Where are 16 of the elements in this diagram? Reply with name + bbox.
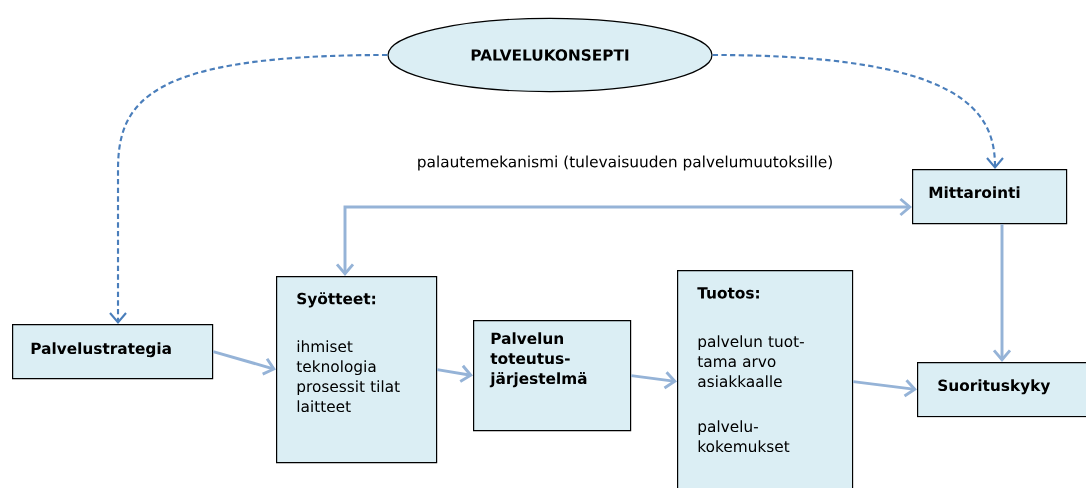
process-box: Tuotos: palvelun tuot-tama arvo asiakkaalle palvelu-kokemukset bbox=[677, 270, 854, 488]
arrow bbox=[436, 364, 473, 383]
process-box: Suorituskyky bbox=[917, 362, 1086, 418]
process-box: Palvelustrategia bbox=[12, 324, 214, 380]
arrow bbox=[631, 371, 677, 390]
arrow bbox=[212, 350, 276, 376]
arrow bbox=[712, 53, 1004, 169]
process-box: Mittarointi bbox=[912, 169, 1068, 225]
process-box: Palvelun toteutus-järjestelmä bbox=[473, 320, 632, 432]
arrow bbox=[853, 379, 917, 398]
annotation-text: palautemekanismi (tulevaisuuden palvelumuutoksille) bbox=[418, 155, 832, 171]
process-box: Syötteet: ihmiset teknologia prosessit tilat laitteet bbox=[276, 276, 438, 464]
ellipse-node: PALVELUKONSEPTI bbox=[387, 17, 713, 93]
arrow bbox=[109, 53, 388, 324]
arrow bbox=[992, 224, 1012, 362]
arrow bbox=[335, 197, 912, 276]
